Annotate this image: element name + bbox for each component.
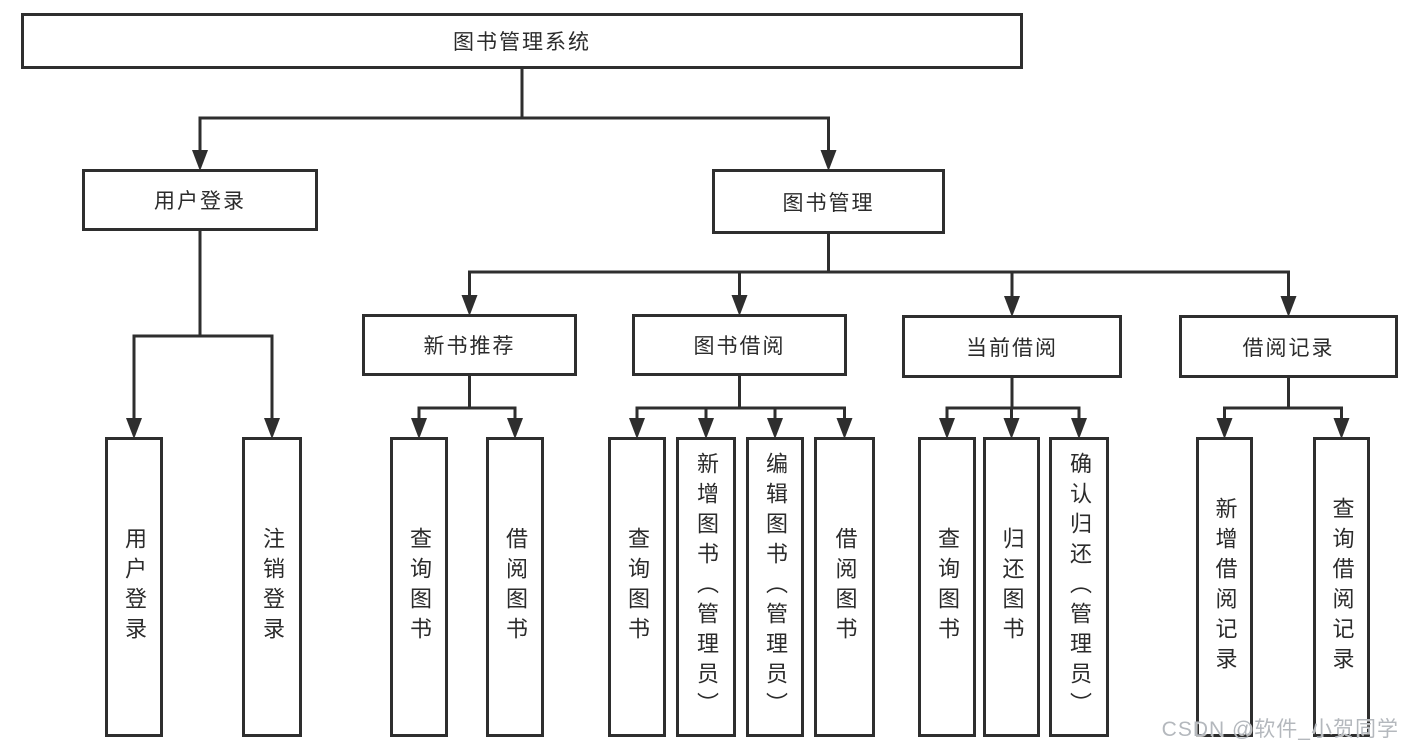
- arrowhead-icon: [767, 418, 783, 439]
- node-leaf-query-books-c: 查询图书: [918, 437, 976, 737]
- node-current-borrow: 当前借阅: [902, 315, 1122, 378]
- arrowhead-icon: [820, 150, 837, 171]
- node-leaf-logout: 注销登录: [242, 437, 302, 737]
- node-label: 借阅记录: [1242, 336, 1335, 360]
- node-label: 注销登录: [260, 527, 285, 647]
- arrowhead-icon: [629, 418, 645, 439]
- node-leaf-query-books-a: 查询图书: [390, 437, 448, 737]
- node-label: 编辑图书（管理员）: [763, 452, 788, 722]
- node-leaf-edit-book: 编辑图书（管理员）: [746, 437, 804, 737]
- node-label: 借阅图书: [503, 527, 528, 647]
- node-leaf-confirm-return: 确认归还（管理员）: [1049, 437, 1109, 737]
- arrowhead-icon: [126, 418, 142, 439]
- node-leaf-query-books-b: 查询图书: [608, 437, 666, 737]
- node-label: 图书借阅: [693, 335, 786, 358]
- node-label: 新增图书（管理员）: [694, 452, 719, 722]
- arrowhead-icon: [192, 150, 208, 171]
- node-book-borrow: 图书借阅: [632, 314, 847, 376]
- node-label: 查询图书: [935, 527, 960, 647]
- node-label: 新书推荐: [423, 335, 516, 358]
- node-book-mgmt: 图书管理: [712, 169, 945, 234]
- node-leaf-add-book: 新增图书（管理员）: [676, 437, 736, 737]
- node-label: 借阅图书: [832, 527, 858, 647]
- arrowhead-icon: [939, 418, 955, 439]
- node-label: 查询图书: [625, 527, 650, 647]
- arrowhead-icon: [411, 418, 427, 439]
- node-leaf-query-record: 查询借阅记录: [1313, 437, 1370, 737]
- node-new-book-rec: 新书推荐: [362, 314, 577, 376]
- node-label: 查询图书: [407, 527, 432, 647]
- node-label: 归还图书: [999, 527, 1025, 647]
- arrowhead-icon: [507, 418, 523, 439]
- node-label: 查询借阅记录: [1329, 497, 1355, 677]
- node-label: 图书管理系统: [453, 31, 591, 54]
- node-label: 当前借阅: [966, 336, 1058, 360]
- node-leaf-borrow-books-b: 借阅图书: [814, 437, 875, 737]
- arrowhead-icon: [1003, 418, 1020, 439]
- node-leaf-borrow-books-a: 借阅图书: [486, 437, 544, 737]
- node-label: 图书管理: [782, 191, 875, 215]
- arrowhead-icon: [698, 418, 714, 439]
- arrowhead-icon: [731, 295, 748, 316]
- arrowhead-icon: [264, 418, 280, 439]
- arrowhead-icon: [1280, 296, 1297, 317]
- node-label: 新增借阅记录: [1212, 497, 1238, 677]
- node-leaf-return-book: 归还图书: [983, 437, 1040, 737]
- node-leaf-user-login: 用户登录: [105, 437, 163, 737]
- arrowhead-icon: [1004, 296, 1020, 317]
- node-label: 确认归还（管理员）: [1067, 452, 1092, 722]
- node-user-login: 用户登录: [82, 169, 318, 231]
- node-root: 图书管理系统: [21, 13, 1023, 69]
- node-leaf-add-record: 新增借阅记录: [1196, 437, 1253, 737]
- arrowhead-icon: [1071, 418, 1087, 439]
- node-borrow-records: 借阅记录: [1179, 315, 1398, 378]
- arrowhead-icon: [461, 295, 478, 316]
- arrowhead-icon: [1216, 418, 1233, 439]
- node-label: 用户登录: [122, 527, 147, 647]
- node-label: 用户登录: [154, 190, 246, 213]
- arrowhead-icon: [836, 418, 853, 439]
- arrowhead-icon: [1333, 418, 1350, 439]
